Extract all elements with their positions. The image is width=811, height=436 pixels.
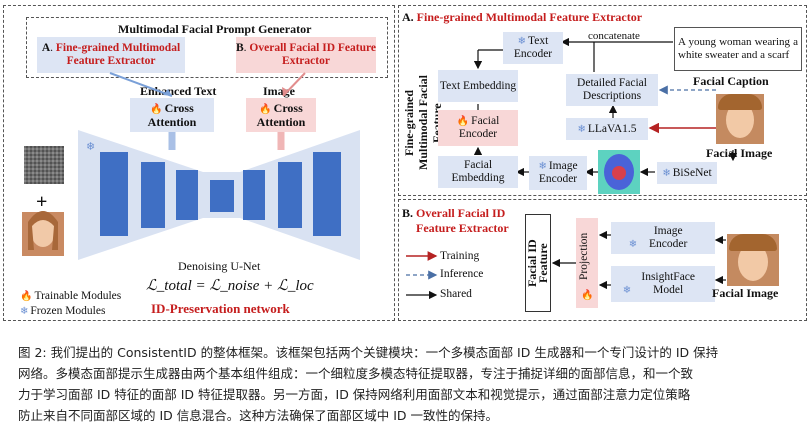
concatenate-label: concatenate [588,30,640,42]
face-image-a [716,94,764,144]
snowflake-icon: ❄ [538,161,547,172]
legend-frozen: ❄Frozen Modules [20,305,106,317]
facial-encoder-box: 🔥Facial Encoder [438,110,518,146]
enhanced-text-label: Enhanced Text [140,84,217,98]
cross-attention-left: 🔥Cross Attention [130,98,214,132]
unet-layer [210,180,234,212]
legend-trainable: 🔥Trainable Modules [20,290,122,302]
unet-label: Denoising U-Net [178,259,261,273]
panel-b-arrows [551,230,726,290]
unet-layer [313,152,341,236]
panel-a [398,5,807,196]
caption-line: 力于学习面部 ID 特征的面部 ID 特征提取器。另一方面，ID 保持网络利用面… [18,387,691,402]
legend-inference: Inference [440,268,484,280]
module-a-letter: A [41,42,51,54]
image-label: Image [263,84,295,98]
fire-icon: 🔥 [259,103,272,115]
module-b-box: B. Overall Facial ID Feature Extractor [236,37,376,73]
snowflake-icon: ❄ [86,141,95,153]
face-image-b [727,234,779,286]
generator-title: Multimodal Facial Prompt Generator [118,22,312,36]
unet-layer [243,170,265,220]
snowflake-icon: ❄ [517,36,527,47]
module-a-text: Fine-grained Multimodal Feature Extracto… [55,42,181,67]
unet-layer [278,162,302,228]
figure-caption: 图 2: 我们提出的 ConsistentID 的整体框架。该框架包括两个关键模… [18,342,798,426]
fire-icon: 🔥 [456,116,470,127]
bisenet-box: ❄BiSeNet [657,162,717,184]
image-encoder-b-box: ❄Image Encoder [611,222,715,254]
caption-text-box: A young woman wearing a white sweater an… [674,27,802,71]
facial-image-label-b: Facial Image [712,286,779,300]
facial-id-feature-box [525,214,551,312]
module-b-text: Overall Facial ID Feature Extractor [249,42,376,67]
caption-line: 防止来自不同面部区域的 ID 信息混合。这种方法确保了面部区域中 ID 一致性的… [18,408,499,423]
fire-icon: 🔥 [20,291,33,302]
facial-caption-label: Facial Caption [693,74,769,88]
left-panel [3,5,395,321]
panel-b-legend-arrows [406,251,438,300]
unet-diagram: ❄ + [22,72,360,260]
network-title: ID-Preservation network [151,301,290,316]
caption-line: 图 2: 我们提出的 ConsistentID 的整体框架。该框架包括两个关键模… [18,345,719,360]
unet-layer [141,162,165,228]
detailed-descriptions-box: Detailed Facial Descriptions [566,74,658,106]
snowflake-icon: ❄ [662,167,671,179]
fire-icon: 🔥 [150,103,163,115]
text-embedding-box: Text Embedding [438,70,518,102]
snowflake-icon: ❄ [628,239,638,250]
panel-a-arrows [473,37,738,177]
llava-box: ❄LLaVA1.5 [566,118,648,140]
panel-b-title-line1: B. Overall Facial ID Feature Extractor [402,206,509,235]
legend-shared: Shared [440,288,472,300]
caption-line: 网络。多模态面部提示生成器由两个基本组件组成：一个细粒度多模态特征提取器，专注于… [18,366,694,381]
fire-icon: 🔥 [581,290,594,301]
image-encoder-a-box: ❄Image Encoder [529,156,587,190]
facial-image-label-a: Facial Image [706,146,773,160]
segmentation-map [598,150,640,194]
snowflake-icon: ❄ [622,285,632,296]
loss-formula: ℒ_total = ℒ_noise + ℒ_loc [146,278,314,294]
panel-a-title: A. Fine-grained Multimodal Feature Extra… [402,10,643,24]
facial-id-feature-label: Facial ID Feature [525,239,550,287]
projection-box [576,218,598,308]
snowflake-icon: ❄ [20,306,29,317]
face-image-left [22,211,64,256]
plus-icon: + [36,191,47,213]
insightface-box: ❄InsightFace Model [611,266,715,302]
unet-layer [100,152,128,236]
unet-layer [176,170,198,220]
snowflake-icon: ❄ [577,123,586,135]
legend-training: Training [440,250,480,262]
cross-attention-right: 🔥Cross Attention [246,98,316,132]
facial-embedding-box: Facial Embedding [438,156,518,188]
prompt-generator-panel [26,17,388,78]
panel-b [398,199,807,321]
module-b-letter: B [236,42,244,54]
text-encoder-box: ❄Text Encoder [503,32,563,64]
module-a-box: A. Fine-grained Multimodal Feature Extra… [37,37,185,73]
